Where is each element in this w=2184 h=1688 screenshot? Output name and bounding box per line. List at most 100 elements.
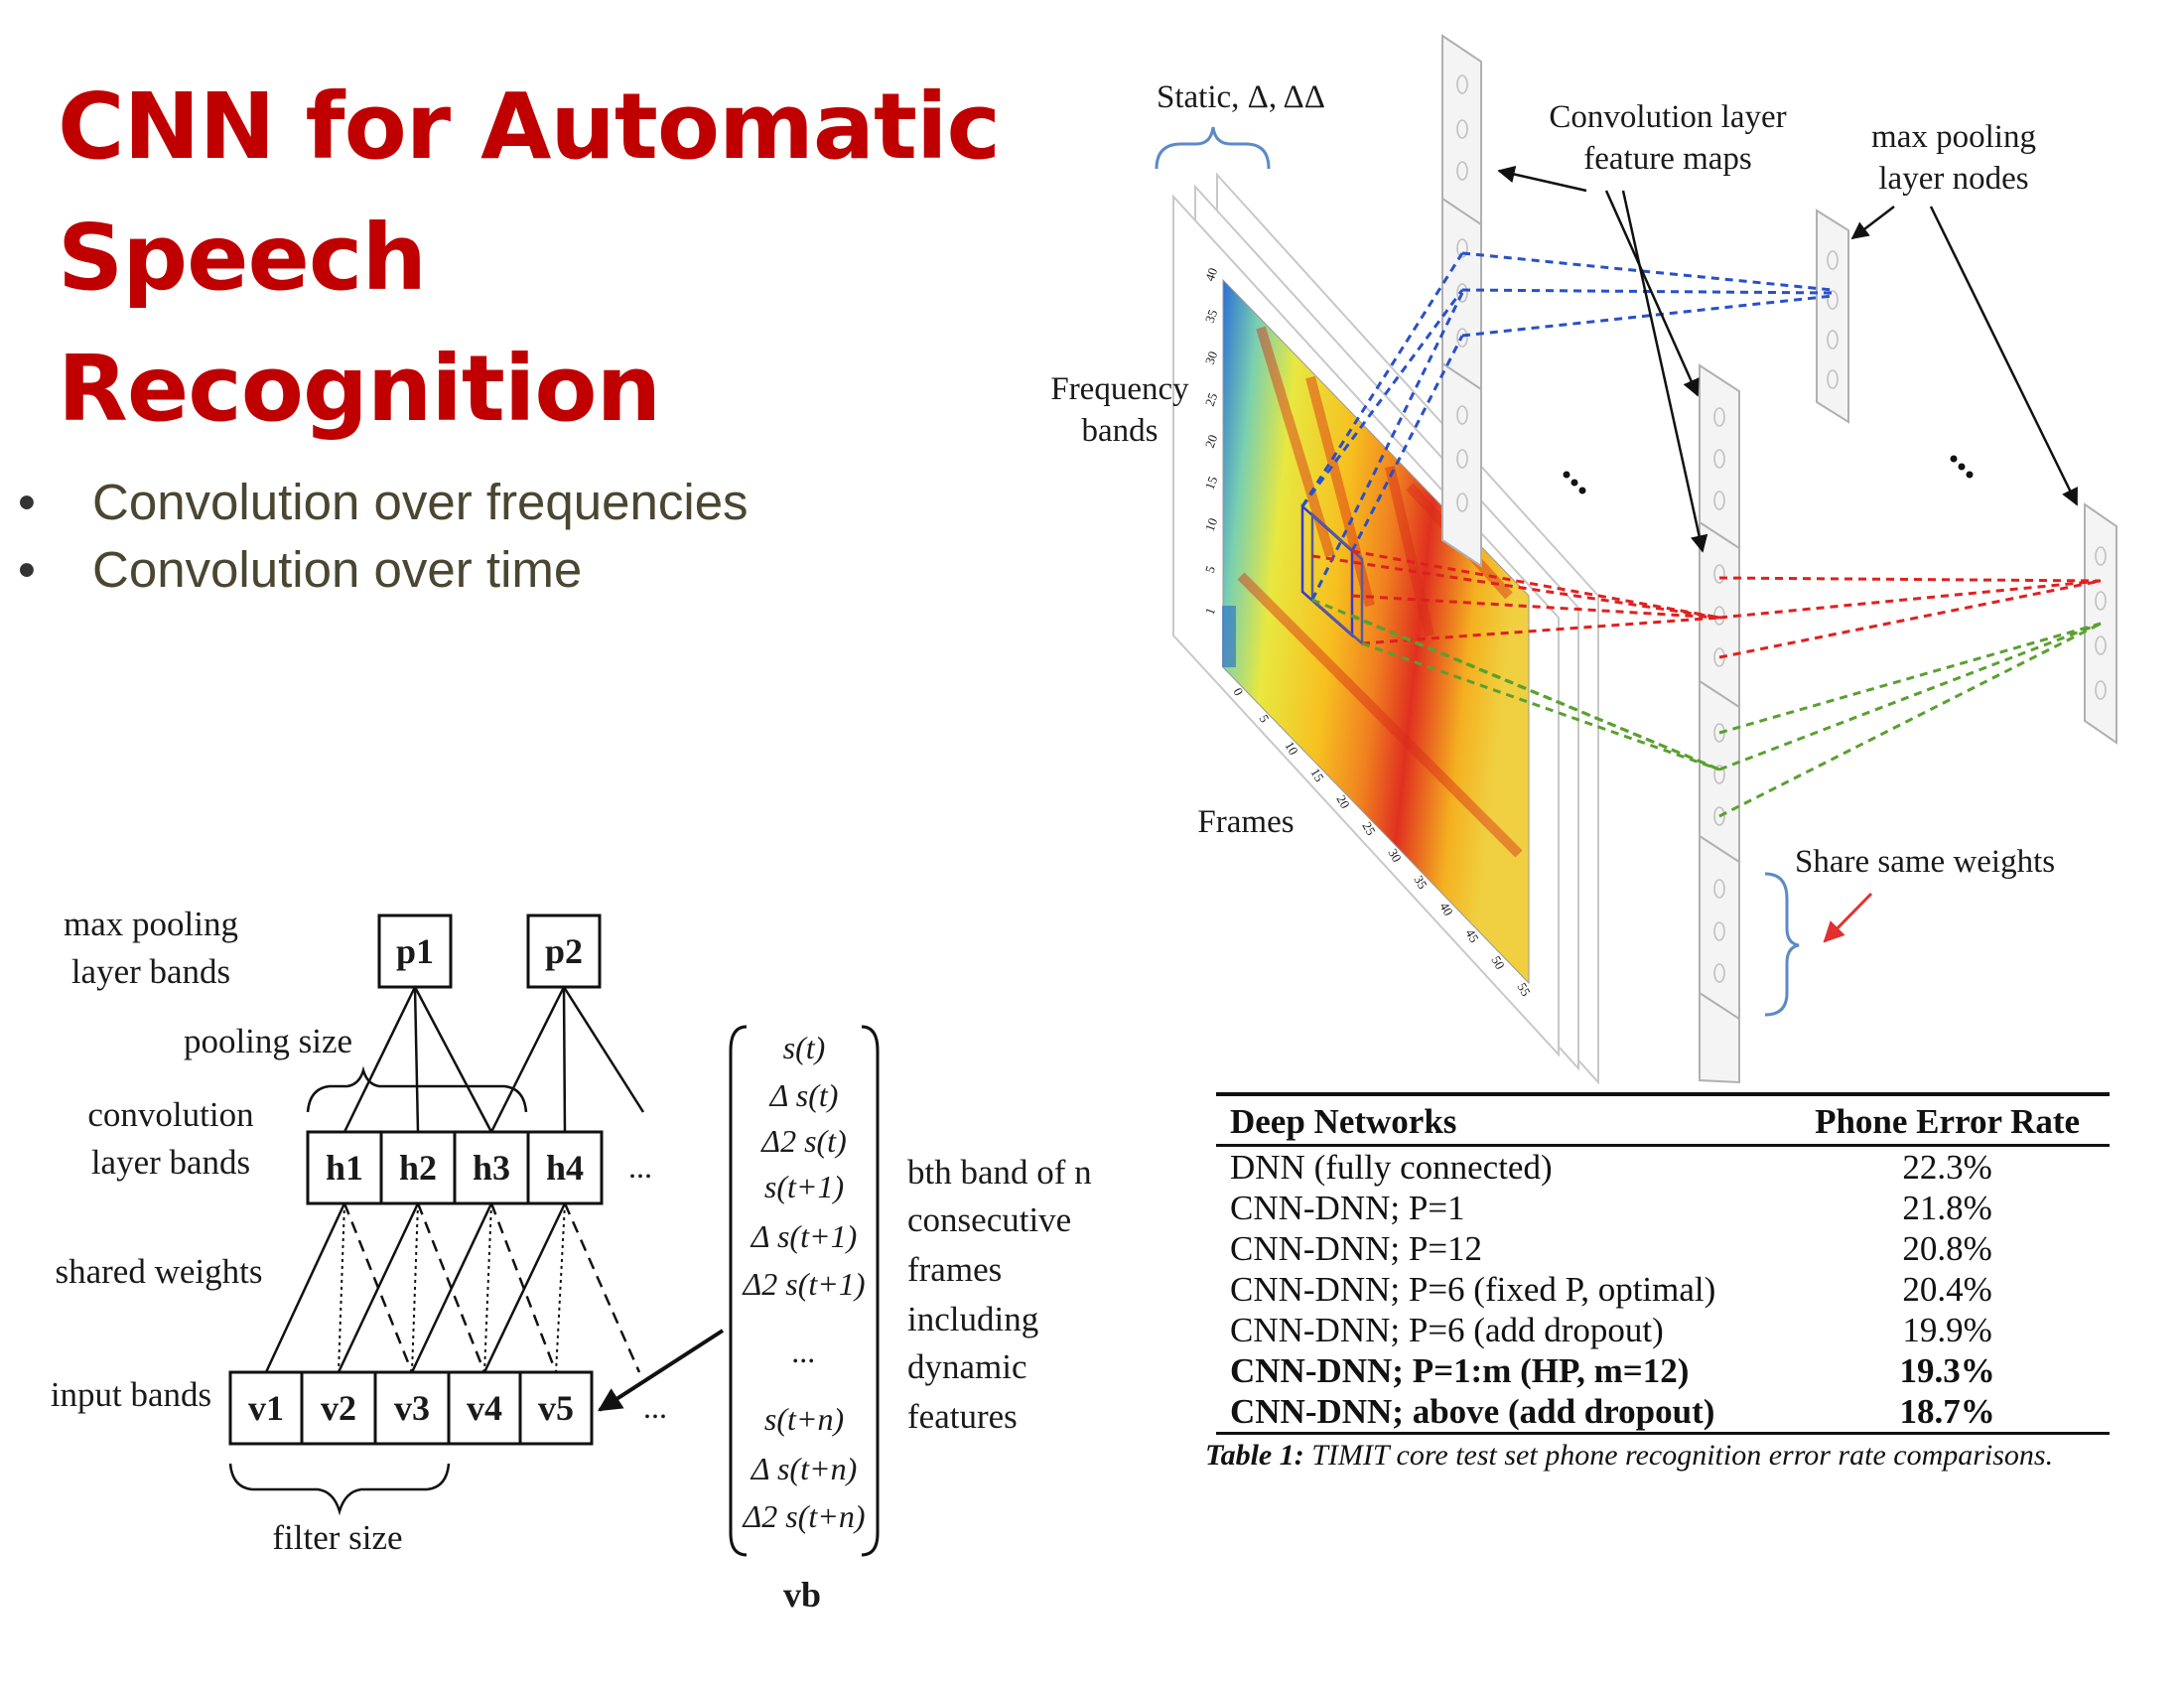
feature-vector-entry: s(t+n) bbox=[764, 1401, 844, 1437]
frame-tick: 25 bbox=[1359, 819, 1378, 838]
table-caption-label: Table 1: bbox=[1205, 1439, 1304, 1472]
table-row: DNN (fully connected) 22.3% bbox=[1216, 1146, 2110, 1189]
frame-tick: 45 bbox=[1462, 926, 1481, 945]
table-header: Deep Networks bbox=[1216, 1092, 1786, 1147]
blue-connections bbox=[1300, 251, 1834, 601]
share-weights-arrow bbox=[1823, 892, 1873, 943]
frame-tick: 55 bbox=[1514, 980, 1533, 999]
band-description-line: bth band of n bbox=[907, 1153, 1092, 1192]
bullet-list: Convolution over frequencies Convolution… bbox=[18, 469, 749, 604]
feature-vector-entry: ... bbox=[792, 1334, 816, 1369]
error-rate-cell: 20.4% bbox=[1902, 1270, 1992, 1309]
network-cell: CNN-DNN; P=6 (add dropout) bbox=[1230, 1311, 1664, 1349]
table-header: Phone Error Rate bbox=[1785, 1092, 2110, 1147]
conv-node: h1 bbox=[326, 1148, 363, 1188]
feature-vector-entries: s(t)Δ s(t)Δ2 s(t)s(t+1)Δ s(t+1)Δ2 s(t+1)… bbox=[741, 1030, 865, 1534]
table-row: CNN-DNN; P=6 (add dropout) 19.9% bbox=[1216, 1310, 2110, 1350]
conv-node: h3 bbox=[473, 1148, 510, 1188]
pooling-node: p2 bbox=[545, 931, 583, 971]
input-node: v5 bbox=[538, 1388, 574, 1428]
conv-node: h2 bbox=[399, 1148, 437, 1188]
bullet-item: Convolution over time bbox=[18, 536, 749, 604]
input-node: v2 bbox=[321, 1388, 356, 1428]
network-cell: CNN-DNN; P=12 bbox=[1230, 1229, 1483, 1268]
input-node: v1 bbox=[248, 1388, 284, 1428]
frequency-tick: 20 bbox=[1202, 433, 1221, 450]
feature-vector-entry: Δ s(t) bbox=[768, 1077, 839, 1113]
error-rate-table: Deep Networks Phone Error Rate DNN (full… bbox=[1216, 1092, 2110, 1435]
frequency-tick: 35 bbox=[1202, 308, 1221, 325]
max-pool-nodes-label: max pooling bbox=[1871, 119, 2036, 155]
band-description-line: dynamic bbox=[907, 1347, 1027, 1386]
convolution-bands-label: convolution bbox=[87, 1095, 253, 1134]
pooling-node-boxes bbox=[377, 914, 602, 989]
bullet-item: Convolution over frequencies bbox=[18, 469, 749, 536]
vector-arrow bbox=[597, 1329, 725, 1412]
error-rate-cell: 18.7% bbox=[1785, 1391, 2110, 1435]
network-cell: CNN-DNN; above (add dropout) bbox=[1216, 1391, 1786, 1435]
table-row: CNN-DNN; P=12 20.8% bbox=[1216, 1228, 2110, 1269]
ellipsis-dots bbox=[1563, 455, 1974, 494]
static-brace bbox=[1155, 126, 1271, 170]
band-description-line: features bbox=[907, 1397, 1018, 1436]
share-weights-label: Share same weights bbox=[1795, 844, 2055, 880]
results-table-block: Deep Networks Phone Error Rate DNN (full… bbox=[1201, 1092, 2134, 1473]
table-caption: Table 1: TIMIT core test set phone recog… bbox=[1205, 1439, 2134, 1473]
error-rate-cell: 22.3% bbox=[1902, 1148, 1992, 1187]
frequency-label: bands bbox=[1082, 413, 1159, 449]
frequency-tick: 25 bbox=[1202, 391, 1221, 408]
frames-label: Frames bbox=[1197, 804, 1294, 840]
feature-vector-entry: s(t) bbox=[783, 1030, 826, 1065]
convolution-bands-label: layer bands bbox=[91, 1143, 250, 1182]
band-description-line: including bbox=[907, 1300, 1038, 1338]
error-rate-cell: 19.9% bbox=[1902, 1311, 1992, 1349]
network-cell: CNN-DNN; P=1:m (HP, m=12) bbox=[1230, 1351, 1690, 1390]
network-cell: DNN (fully connected) bbox=[1230, 1148, 1553, 1187]
frequency-tick: 15 bbox=[1202, 475, 1221, 492]
table-row: CNN-DNN; above (add dropout)18.7% bbox=[1216, 1391, 2110, 1435]
conv-node-boxes bbox=[306, 1130, 604, 1205]
input-node-boxes bbox=[228, 1370, 594, 1446]
feature-vector-entry: Δ2 s(t+n) bbox=[741, 1498, 865, 1534]
frame-tick: 30 bbox=[1385, 846, 1404, 865]
conv-maps-label: Convolution layer bbox=[1549, 99, 1786, 135]
network-cell: CNN-DNN; P=1 bbox=[1230, 1189, 1465, 1227]
frame-tick: 20 bbox=[1333, 792, 1352, 811]
pooling-node: p1 bbox=[396, 931, 434, 971]
feature-vector-entry: s(t+1) bbox=[764, 1169, 844, 1204]
input-bands-label: input bands bbox=[51, 1375, 211, 1414]
label-arrows bbox=[1497, 165, 2079, 553]
vector-right-paren bbox=[861, 1025, 880, 1557]
feature-map-nodes bbox=[1456, 74, 2107, 983]
frame-tick: 35 bbox=[1411, 873, 1430, 892]
conv-ellipsis: ... bbox=[628, 1149, 652, 1185]
max-pooling-bands-label: max pooling bbox=[64, 905, 238, 943]
frame-tick: 50 bbox=[1488, 953, 1507, 972]
band-description-line: consecutive bbox=[907, 1200, 1071, 1239]
table-header-row: Deep Networks Phone Error Rate bbox=[1216, 1092, 2110, 1147]
conv-feature-maps bbox=[1441, 34, 2117, 1084]
vector-left-paren bbox=[729, 1025, 748, 1557]
filter-size-brace bbox=[228, 1463, 451, 1516]
table-row: CNN-DNN; P=6 (fixed P, optimal)20.4% bbox=[1216, 1269, 2110, 1310]
frequency-tick: 40 bbox=[1202, 266, 1221, 283]
input-ellipsis: ... bbox=[643, 1389, 667, 1425]
table-row: CNN-DNN; P=1:m (HP, m=12)19.3% bbox=[1216, 1350, 2110, 1391]
band-convolution-diagram: max pooling layer bands pooling size con… bbox=[51, 905, 1092, 1615]
slide-title: CNN for Automatic Speech Recognition bbox=[58, 73, 1001, 442]
pooling-connections bbox=[342, 986, 645, 1133]
frequency-tick: 30 bbox=[1202, 350, 1221, 366]
feature-vector-entry: Δ2 s(t) bbox=[759, 1123, 846, 1159]
frequency-tick: 10 bbox=[1202, 516, 1221, 533]
share-weights-brace bbox=[1764, 872, 1800, 1017]
error-rate-cell: 20.8% bbox=[1902, 1229, 1992, 1268]
frequency-tick: 5 bbox=[1202, 564, 1218, 575]
spectrogram bbox=[1222, 278, 1530, 985]
filter-size-label: filter size bbox=[272, 1518, 402, 1557]
vector-label: vb bbox=[783, 1575, 821, 1615]
red-connections bbox=[1311, 549, 2102, 659]
input-node: v3 bbox=[394, 1388, 430, 1428]
